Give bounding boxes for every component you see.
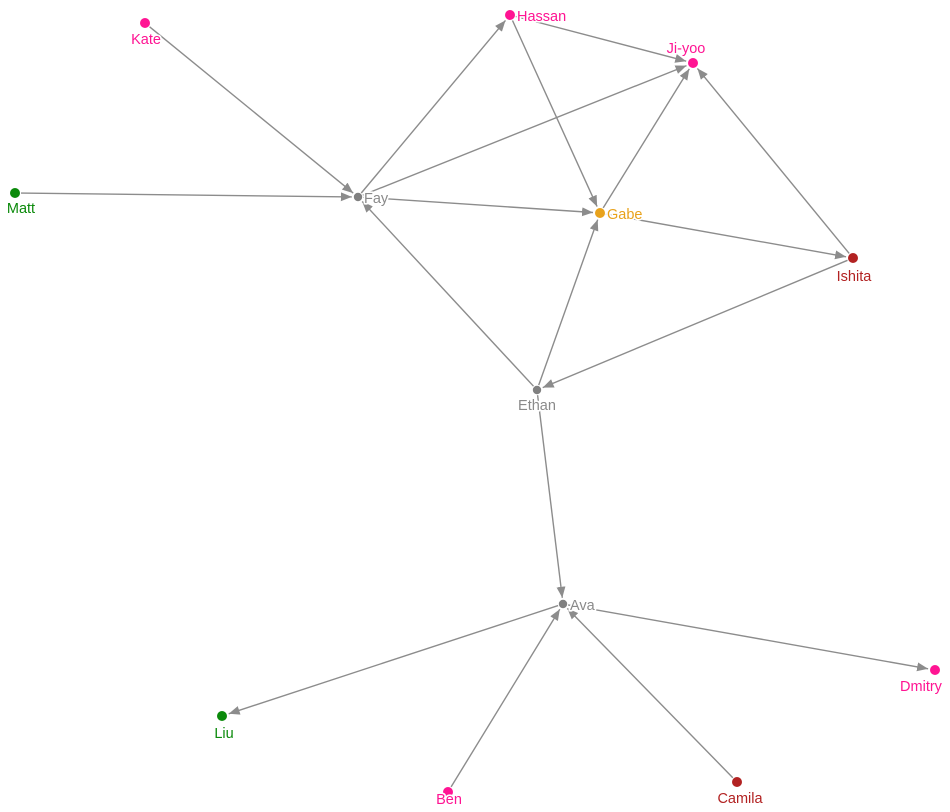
node-dmitry[interactable] xyxy=(930,665,940,675)
node-label-ben: Ben xyxy=(436,792,462,808)
edge-ben-to-ava xyxy=(450,608,561,788)
node-liu[interactable] xyxy=(217,711,227,721)
edge-ava-to-liu xyxy=(228,604,559,715)
edges-layer xyxy=(20,15,929,788)
edge-fay-to-ji-yoo xyxy=(362,64,687,196)
edge-fay-to-gabe xyxy=(363,196,594,217)
edge-ethan-to-ava xyxy=(536,395,566,598)
node-label-ishita: Ishita xyxy=(837,269,873,285)
edge-kate-to-fay xyxy=(149,26,354,194)
node-gabe[interactable] xyxy=(595,208,605,218)
node-kate[interactable] xyxy=(140,18,150,28)
node-label-ji-yoo: Ji-yoo xyxy=(667,41,706,57)
edge-gabe-to-ji-yoo xyxy=(602,68,690,209)
edge-ava-to-dmitry xyxy=(567,604,929,672)
node-hassan[interactable] xyxy=(505,10,515,20)
node-ben[interactable] xyxy=(443,787,453,797)
node-label-dmitry: Dmitry xyxy=(900,679,943,695)
node-ava[interactable] xyxy=(558,599,568,609)
edge-fay-to-hassan xyxy=(360,19,507,194)
node-camila[interactable] xyxy=(732,777,742,787)
node-label-ava: Ava xyxy=(570,598,596,614)
node-ji-yoo[interactable] xyxy=(688,58,698,68)
edge-ethan-to-fay xyxy=(361,201,535,387)
node-label-fay: Fay xyxy=(364,191,389,207)
edge-ishita-to-ji-yoo xyxy=(696,67,850,254)
node-label-ethan: Ethan xyxy=(518,398,556,414)
edge-hassan-to-ji-yoo xyxy=(515,15,687,63)
node-label-kate: Kate xyxy=(131,32,161,48)
edge-hassan-to-gabe xyxy=(511,20,598,207)
node-ethan[interactable] xyxy=(532,385,542,395)
edge-camila-to-ava xyxy=(566,607,734,779)
node-label-matt: Matt xyxy=(7,201,35,217)
node-matt[interactable] xyxy=(10,188,20,198)
node-ishita[interactable] xyxy=(848,253,858,263)
node-label-liu: Liu xyxy=(214,726,233,742)
edge-ethan-to-gabe xyxy=(538,219,599,386)
nodes-layer xyxy=(10,10,940,797)
node-label-hassan: Hassan xyxy=(517,9,566,25)
edge-gabe-to-ishita xyxy=(605,213,847,260)
edge-matt-to-fay xyxy=(20,192,352,202)
node-fay[interactable] xyxy=(353,192,363,202)
edge-ishita-to-ethan xyxy=(542,259,848,389)
node-label-camila: Camila xyxy=(717,791,763,807)
node-label-gabe: Gabe xyxy=(607,207,642,223)
